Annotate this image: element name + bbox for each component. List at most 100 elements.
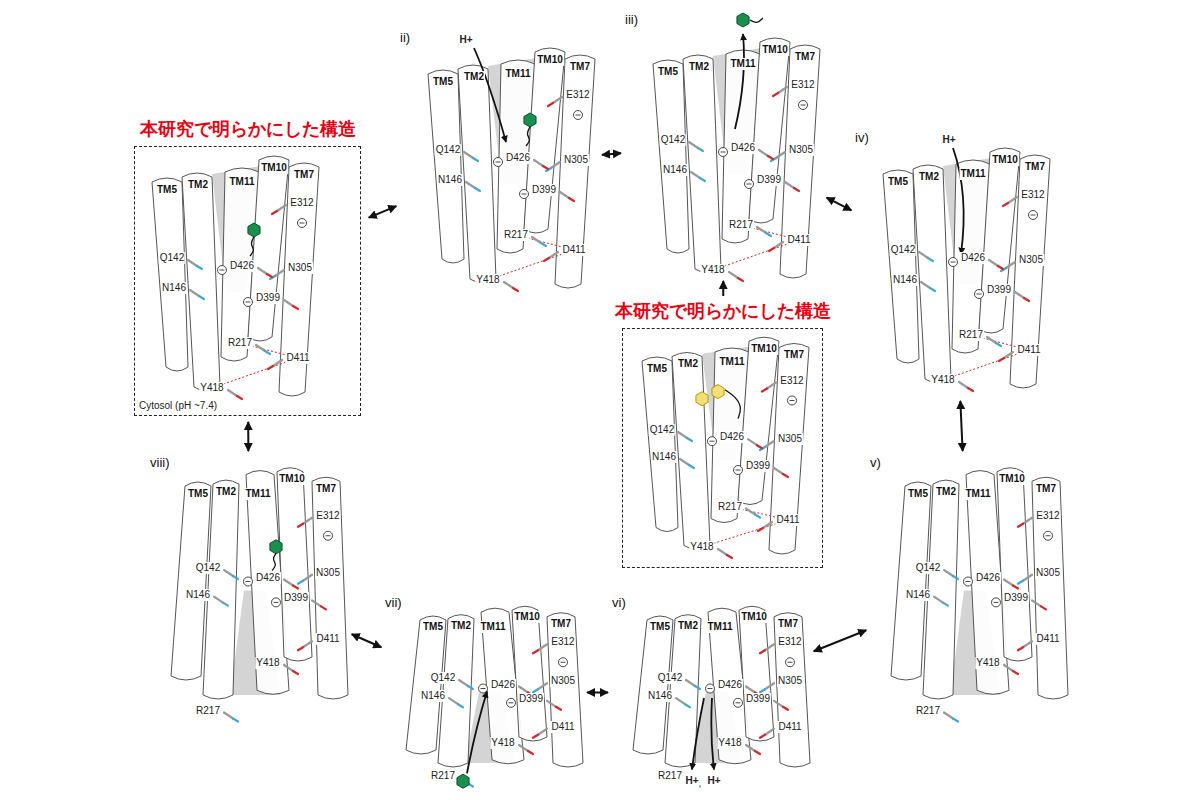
residue-label: N146	[662, 164, 688, 176]
side-chain	[303, 518, 312, 524]
side-chain-tip	[700, 178, 705, 181]
charge-symbol	[964, 577, 973, 586]
side-chain-tip	[293, 671, 298, 674]
residue-label: D411	[775, 514, 800, 526]
side-chain	[774, 701, 783, 707]
residue-label: E312	[1035, 510, 1060, 522]
side-chain-tip	[197, 266, 202, 269]
study-structure-box: 本研究で明らかにした構造TM5TM2TM10TM11TM7E312Q142N30…	[610, 300, 835, 570]
residue-label: D411	[285, 352, 310, 364]
helix-outline	[780, 45, 820, 278]
side-chain	[763, 522, 772, 528]
charge-minus	[1046, 535, 1051, 536]
residue-label: D426	[255, 572, 281, 584]
side-chain	[504, 282, 513, 288]
side-chain-tip	[766, 233, 771, 236]
side-chain	[746, 745, 755, 751]
residue-label: D426	[730, 142, 756, 154]
side-chain	[921, 282, 930, 288]
state-panel: ii)TM5TM2TM10TM11TM7E312Q142N305D426N146…	[400, 30, 598, 297]
helix-label: TM5	[432, 76, 454, 88]
residue-label: E312	[315, 510, 340, 522]
side-chain	[273, 360, 282, 366]
side-chain-tip	[783, 707, 788, 710]
helix-label: TM2	[935, 486, 957, 498]
helix-outline	[547, 613, 583, 767]
residue-label: R217	[430, 770, 456, 782]
charge-minus	[977, 294, 982, 295]
side-chain-tip	[758, 528, 763, 531]
residue-label: Q142	[657, 672, 683, 684]
movement-arrow	[692, 698, 704, 770]
side-chain-tip	[237, 396, 242, 399]
helix-label: TM11	[959, 168, 986, 180]
side-chain-tip	[768, 156, 773, 159]
helix-label: TM2	[450, 620, 472, 632]
side-chain-tip	[953, 719, 958, 722]
side-chain	[944, 713, 953, 719]
proton-label: H+	[458, 34, 473, 46]
helix-label: TM10	[740, 611, 768, 623]
substrate-molecule	[270, 540, 282, 554]
side-chain	[256, 345, 265, 351]
helix-label: TM7	[1024, 161, 1046, 173]
side-chain-tip	[298, 647, 303, 650]
side-chain-tip	[1018, 647, 1023, 650]
molecule-tail	[750, 18, 763, 22]
side-chain	[538, 683, 547, 689]
helix-label: TM11	[504, 68, 531, 80]
side-chain-tip	[475, 188, 480, 191]
helix-label: TM5	[422, 621, 444, 633]
charge-minus	[790, 400, 795, 401]
residue-label: Y418	[255, 657, 280, 669]
charge-minus	[481, 688, 486, 689]
residue-label: N146	[892, 274, 918, 286]
side-chain	[303, 641, 312, 647]
residue-label: Q142	[195, 562, 221, 574]
charge-minus	[509, 702, 514, 703]
charge-symbol	[298, 219, 307, 228]
side-chain-tip	[556, 707, 561, 710]
residue-label: R217	[657, 770, 683, 782]
side-chain	[466, 182, 475, 188]
helix-outline	[182, 173, 220, 391]
residue-label: D399	[531, 184, 557, 196]
helix-outline	[739, 606, 774, 741]
side-chain	[1004, 352, 1013, 358]
side-chain	[678, 432, 687, 438]
residue-label: D411	[1035, 633, 1060, 645]
side-chain	[757, 227, 766, 233]
helix-label: TM7	[1035, 483, 1057, 495]
side-chain-tip	[760, 689, 765, 692]
charge-minus	[246, 581, 251, 582]
side-chain-tip	[1041, 606, 1046, 609]
charge-minus	[788, 662, 793, 663]
charge-symbol	[799, 101, 808, 110]
helix-label: TM2	[677, 358, 699, 370]
charge-minus	[1031, 215, 1036, 216]
proton-label: H+	[941, 134, 956, 146]
side-chain-tip	[943, 603, 948, 606]
charge-symbol	[1044, 531, 1053, 540]
helix-label: TM10	[761, 44, 789, 56]
charge-minus	[951, 262, 956, 263]
side-chain	[774, 242, 783, 248]
side-chain-tip	[968, 388, 973, 391]
residue-label: N305	[777, 675, 803, 687]
side-chain	[547, 701, 556, 707]
charge-minus	[747, 184, 752, 185]
side-chain	[934, 597, 943, 603]
helix-outline	[769, 344, 809, 555]
helix-outline	[512, 606, 547, 741]
state-number: viii)	[150, 455, 170, 470]
residue-label: R217	[958, 329, 984, 341]
side-chain	[748, 439, 757, 445]
residue-label: N146	[647, 690, 673, 702]
residue-label: E312	[550, 636, 575, 648]
residue-label: N305	[563, 154, 589, 166]
residue-label: R217	[227, 337, 253, 349]
side-chain-tip	[233, 576, 238, 579]
residue-label: D426	[229, 260, 255, 272]
residue-label: E312	[565, 89, 590, 101]
residue-label: N146	[185, 589, 211, 601]
